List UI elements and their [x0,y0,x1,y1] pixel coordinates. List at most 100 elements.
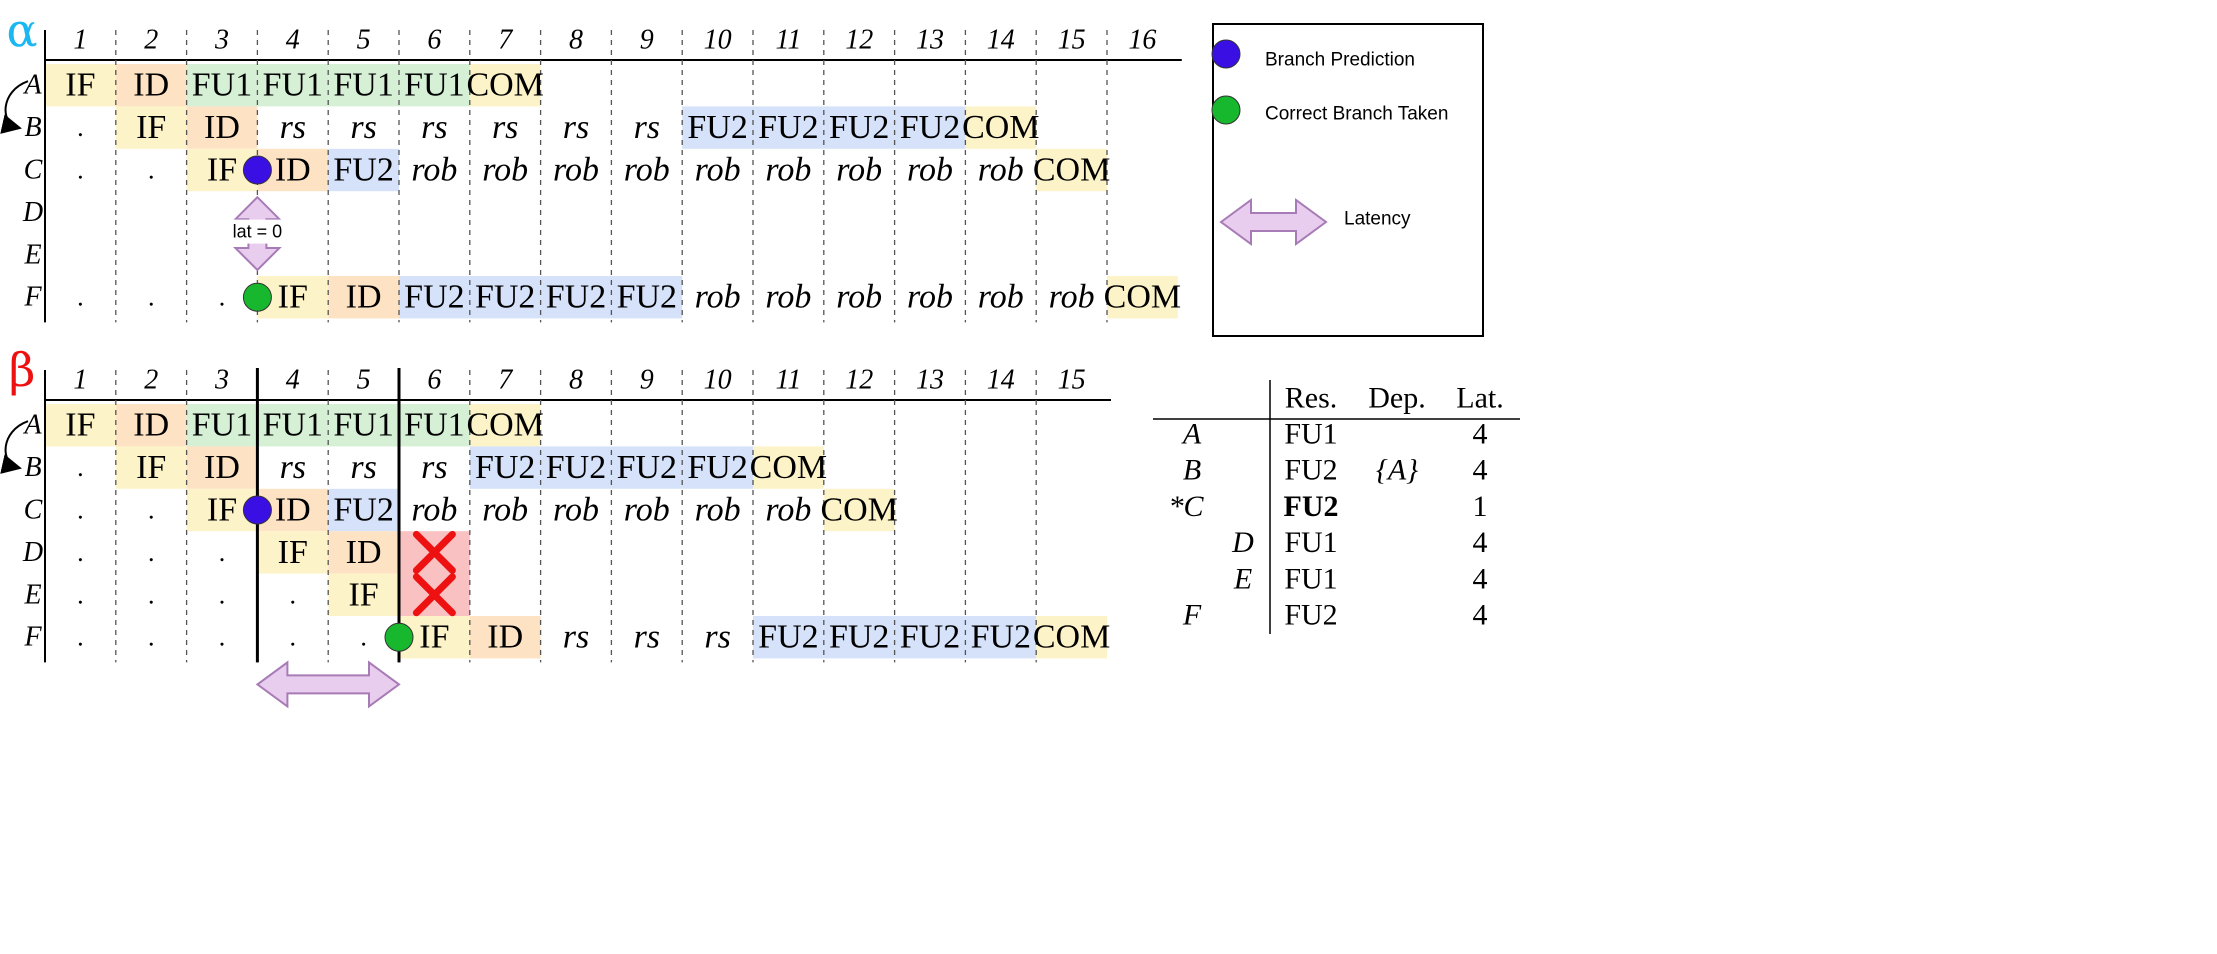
legend-latency-label: Latency [1344,209,1411,230]
alpha-cell-bg [186,106,258,149]
beta-cell-text: . [219,580,226,609]
alpha-column-number: 3 [214,25,229,56]
beta-cell-text: ID [487,619,523,656]
beta-cell-bg [328,488,399,532]
beta-row-label: C [24,495,43,526]
alpha-latency-label-bg [229,219,286,244]
beta-cell-bg [1036,616,1107,659]
beta-column-number: 14 [987,365,1015,396]
alpha-cell-text: rs [563,109,589,146]
alpha-cell-bg [328,148,399,192]
alpha-cell-text: FU2 [758,109,818,146]
beta-cell-text: . [77,453,84,482]
alpha-cell-text: rob [978,279,1024,316]
alpha-cell-bg [399,64,470,107]
alpha-column-number: 4 [286,25,300,56]
beta-cell-bg [115,404,187,447]
beta-column-number: 3 [214,365,229,396]
beta-cell-text: rob [765,492,811,529]
table-row-label: D [1231,526,1254,559]
beta-cell-text: FU2 [829,619,889,656]
beta-column-number: 5 [357,365,371,396]
alpha-cell-bg [399,276,470,319]
alpha-cell-text: rob [1049,279,1095,316]
beta-cell-text: . [77,496,84,525]
alpha-row-label: A [22,70,42,101]
alpha-cell-text: FU1 [333,67,393,104]
alpha-cell-text: rs [280,109,306,146]
table-res: FU2 [1284,454,1337,487]
alpha-cell-text: FU2 [687,109,747,146]
beta-cell-bg [399,404,470,447]
beta-column-number: 1 [73,365,87,396]
alpha-cell-text: . [148,156,155,185]
beta-cell-text: ID [133,407,169,444]
alpha-cell-text: COM [466,67,543,104]
alpha-cell-text: FU1 [192,67,252,104]
beta-cell-text: ID [346,534,382,571]
alpha-cell-bg [328,276,399,319]
beta-cell-text: FU2 [971,619,1031,656]
beta-column-number: 6 [427,365,441,396]
beta-column-number: 2 [144,365,158,396]
alpha-correct-branch-dot [242,282,272,312]
alpha-cell-text: rs [492,109,518,146]
alpha-cell-text: ID [133,67,169,104]
alpha-cell-text: rs [421,109,447,146]
alpha-row-label: B [24,112,41,143]
beta-column-number: 11 [775,365,801,396]
alpha-column-number: 1 [73,25,87,56]
table-lat: 4 [1473,418,1488,451]
beta-cell-text: rs [421,449,447,486]
alpha-column-number: 14 [987,25,1015,56]
table-res: FU2 [1284,490,1339,523]
table-row-label: F [1182,599,1202,632]
beta-row-label: E [23,579,41,610]
table-lat: 4 [1473,526,1488,559]
beta-cell-text: IF [136,449,166,486]
beta-cell-bg [682,446,753,489]
beta-cell-bg [823,488,895,532]
alpha-cell-text: FU1 [263,67,323,104]
alpha-cell-text: . [77,113,84,142]
legend-correct-branch-label: Correct Branch Taken [1265,104,1448,125]
alpha-cell-text: IF [136,109,166,146]
beta-cell-text: rob [695,492,741,529]
alpha-cell-text: . [148,283,155,312]
alpha-cell-bg [1107,276,1178,319]
beta-cell-text: FU2 [617,449,677,486]
alpha-cell-text: ID [204,109,240,146]
alpha-cell-text: rob [695,152,741,189]
beta-cell-text: FU2 [758,619,818,656]
table-lat: 4 [1473,562,1488,595]
legend-correct-branch-dot [1211,95,1241,125]
beta-cell-text: FU2 [687,449,747,486]
beta-cell-bg [45,404,116,447]
beta-cell-text: rs [634,619,660,656]
beta-cell-bg [115,446,187,489]
beta-cell-bg [965,616,1037,659]
alpha-cell-bg [823,106,895,149]
beta-cell-text: . [148,580,155,609]
table-lat: 1 [1473,490,1488,523]
table-row-label: B [1183,454,1201,487]
alpha-column-number: 6 [427,25,441,56]
alpha-cell-bg [328,64,399,107]
beta-cell-bg [469,404,541,447]
alpha-cell-text: . [77,156,84,185]
legend-latency-arrow [1219,198,1328,246]
beta-column-number: 15 [1058,365,1086,396]
beta-cell-text: rs [563,619,589,656]
beta-cell-bg [257,404,329,447]
alpha-row-label: F [23,282,42,313]
legend-branch-prediction-dot [1211,39,1241,69]
alpha-cell-bg [469,276,541,319]
alpha-cell-text: rob [482,152,528,189]
alpha-cell-bg [753,106,824,149]
beta-row-label: D [22,537,43,568]
beta-cell-text: COM [820,492,897,529]
table-lat: 4 [1473,599,1488,632]
beta-cell-bg [469,616,541,659]
beta-cell-text: . [219,538,226,567]
